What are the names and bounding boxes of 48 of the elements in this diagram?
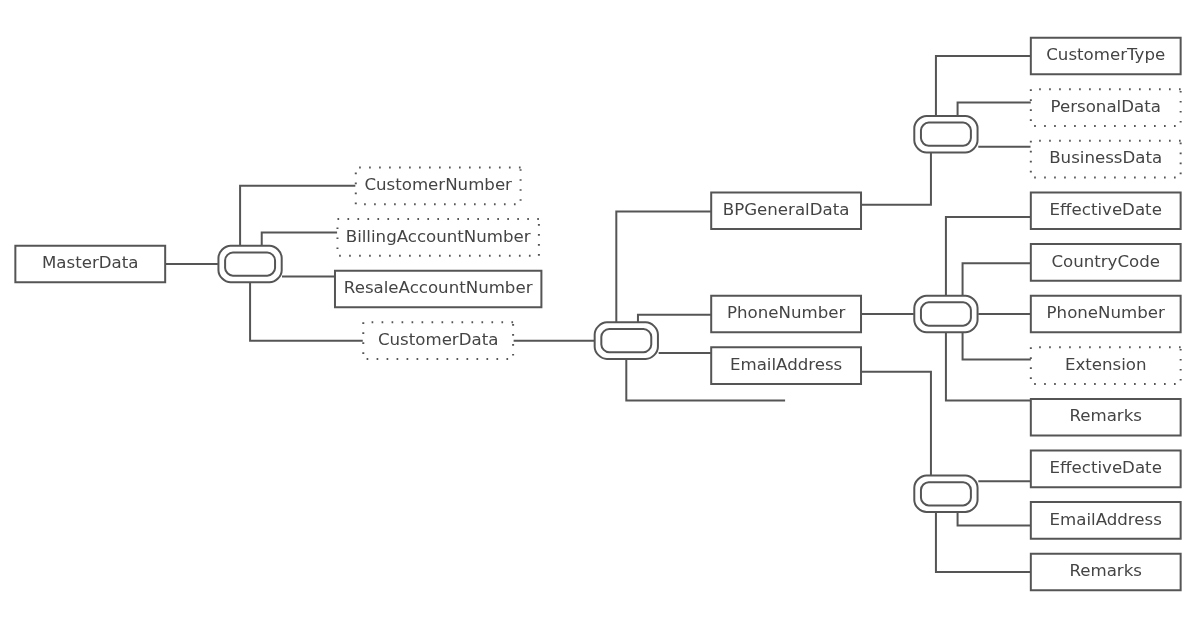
node-box: CustomerNumber <box>354 166 522 206</box>
connector <box>944 215 1032 297</box>
connector <box>934 511 1032 574</box>
connector <box>249 281 364 342</box>
node-box <box>913 294 979 334</box>
connector <box>239 184 357 247</box>
node-box <box>913 114 979 154</box>
connector <box>977 480 1032 483</box>
connector <box>956 511 1032 527</box>
connector <box>860 151 932 206</box>
node-box: Remarks <box>1029 552 1182 592</box>
node-box: MasterData <box>14 244 167 284</box>
node-box <box>217 244 283 284</box>
node-box: CustomerType <box>1029 36 1182 76</box>
node-box: EffectiveDate <box>1029 191 1182 231</box>
connector <box>961 262 1032 297</box>
node-box: ResaleAccountNumber <box>334 269 543 309</box>
node-box: Extension <box>1029 346 1182 385</box>
node-box: EmailAddress <box>1029 501 1182 540</box>
connector <box>956 101 1032 117</box>
node-box: CountryCode <box>1029 243 1182 282</box>
connector <box>860 313 915 315</box>
connector <box>260 231 339 247</box>
node-box <box>913 474 979 514</box>
connector <box>934 54 1032 117</box>
node-box: EffectiveDate <box>1029 449 1182 489</box>
connector <box>636 313 713 323</box>
connector <box>615 210 713 324</box>
node-box: BillingAccountNumber <box>336 218 540 257</box>
node-box: EmailAddress <box>710 346 862 385</box>
connector <box>944 331 1032 402</box>
connector <box>961 331 1032 361</box>
connector <box>512 339 596 342</box>
node-box: PhoneNumber <box>710 294 862 334</box>
connector <box>164 263 219 266</box>
connector <box>860 370 932 477</box>
connector <box>281 275 336 278</box>
connector <box>977 313 1032 315</box>
connector <box>625 358 787 402</box>
node-box: BusinessData <box>1029 139 1182 179</box>
node-box: Remarks <box>1029 397 1182 437</box>
node-box: CustomerData <box>362 321 515 360</box>
connector <box>657 352 712 355</box>
connector <box>977 145 1032 148</box>
node-box: PersonalData <box>1029 88 1182 127</box>
node-box: PhoneNumber <box>1029 294 1182 334</box>
node-box: BPGeneralData <box>710 191 862 231</box>
node-box <box>593 321 659 360</box>
